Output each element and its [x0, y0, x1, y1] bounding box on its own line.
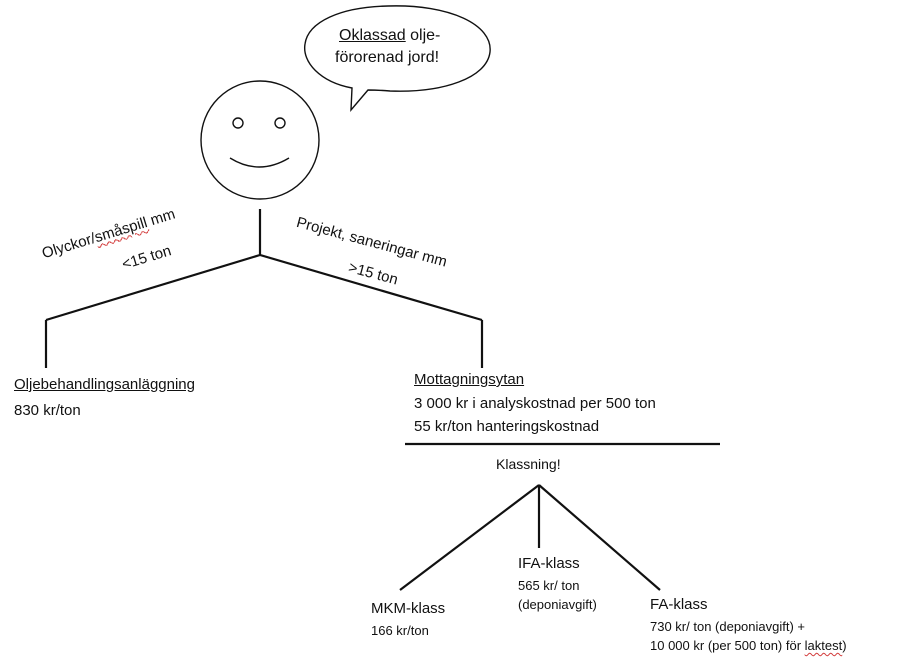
right-leaf-cost-line-2: 55 kr/ton hanteringskostnad — [414, 418, 600, 435]
speech-bubble-outline — [304, 5, 491, 113]
left-leaf-cost: 830 kr/ton — [14, 402, 81, 419]
left-branch-line — [45, 253, 261, 322]
fa-class-title: FA-klass — [650, 596, 708, 613]
classification-label: Klassning! — [496, 456, 561, 472]
speech-line-2: förorenad jord! — [335, 49, 440, 66]
branch-lines — [44, 209, 720, 591]
ifa-class-cost-line-2: (deponiavgift) — [518, 597, 597, 612]
right-leaf-cost-line-1: 3 000 kr i analyskostnad per 500 ton — [414, 395, 656, 412]
left-eye — [232, 117, 244, 129]
ifa-class-cost-line-1: 565 kr/ ton — [518, 578, 580, 593]
mkm-branch-line — [399, 484, 540, 591]
left-leaf-title: Oljebehandlingsanläggning — [14, 376, 195, 393]
fa-class-cost-line-1: 730 kr/ ton (deponiavgift) + — [650, 619, 806, 634]
mkm-class-title: MKM-klass — [371, 600, 446, 617]
right-leaf-title: Mottagningsytan — [414, 371, 525, 388]
right-branch-line — [259, 253, 483, 322]
fa-branch-line — [538, 484, 661, 591]
speech-underlined-word: Oklassad — [339, 27, 406, 44]
fa-class-cost-line-2: 10 000 kr (per 500 ton) för laktest) — [650, 638, 847, 653]
smile-mouth — [229, 157, 290, 168]
speech-line-1-rest: olje- — [405, 27, 441, 44]
speech-line-1: Oklassad olje- — [339, 26, 440, 46]
right-eye — [274, 117, 286, 129]
ifa-class-title: IFA-klass — [518, 555, 580, 572]
face-outline — [200, 80, 320, 200]
speech-bubble — [304, 5, 491, 113]
smiley-face-icon — [200, 80, 320, 200]
mkm-class-cost: 166 kr/ton — [371, 623, 429, 638]
spellcheck-word: laktest — [804, 638, 843, 653]
